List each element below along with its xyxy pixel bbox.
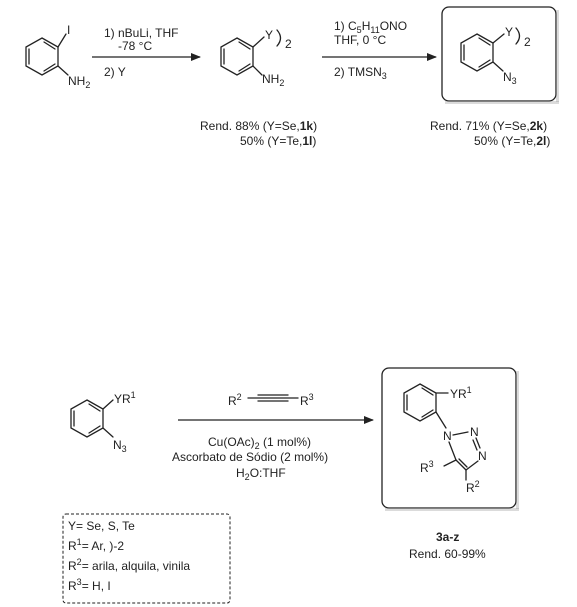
product-triazole: YR1 N N N R3 R2 [403, 383, 487, 495]
r3-label-product: R3 [420, 459, 434, 475]
alkyne-r3-label: R3 [300, 392, 314, 408]
azide-label-product: N3 [503, 70, 517, 86]
conditions-2-line-2: THF, 0 °C [334, 33, 386, 47]
alkyne-r2-label: R2 [228, 392, 242, 408]
substituent-legend-box [62, 513, 231, 604]
legend-r3: R3= H, I [68, 577, 111, 593]
iodo-label: I [67, 23, 70, 37]
product-box-2 [381, 367, 517, 509]
triazole-n1: N [443, 429, 452, 443]
triazole-n3: N [478, 449, 487, 463]
starting-material-aryl-azide: YR1 N3 [70, 390, 136, 454]
product-compound-label: 3a-z [436, 530, 459, 544]
conditions-1-line-3: 2) Y [104, 65, 126, 79]
conditions-3-line-1: Cu(OAc)2 (1 mol%) [208, 435, 311, 451]
dimer-subscript: 2 [285, 37, 292, 51]
legend-r1: R1= Ar, )-2 [68, 537, 124, 553]
yr1-label-product: YR1 [450, 385, 472, 401]
triazole-n2: N [470, 425, 479, 439]
product-azido-dichalcogenide: Y 2 N3 [460, 25, 531, 86]
conditions-1-line-1: 1) nBuLi, THF [104, 26, 178, 40]
r2-label-product: R2 [466, 479, 480, 495]
scheme-2: YR1 N3 R2 R3 Cu(OAc)2 (1 mol%) Ascorbato… [62, 367, 519, 604]
intermediate-yield-se: Rend. 88% (Y=Se,1k) [200, 119, 317, 133]
legend-y: Y= Se, S, Te [68, 519, 135, 533]
amino-label: NH2 [68, 74, 90, 90]
conditions-2-line-3: 2) TMSN3 [334, 65, 387, 81]
product-yield-te: 50% (Y=Te,2l) [474, 134, 550, 148]
product-yield-se: Rend. 71% (Y=Se,2k) [430, 119, 547, 133]
alkyne-reagent: R2 R3 [228, 392, 314, 408]
conditions-2-line-1: 1) C5H11ONO [334, 19, 407, 35]
amino-label-intermediate: NH2 [262, 72, 284, 88]
yr1-label: YR1 [114, 390, 136, 406]
intermediate-yield-te: 50% (Y=Te,1l) [240, 134, 316, 148]
product-yield-range: Rend. 60-99% [409, 547, 486, 561]
chalcogen-label-product: Y [505, 25, 513, 39]
conditions-3-line-2: Ascorbato de Sódio (2 mol%) [172, 450, 328, 464]
starting-material-iodoaniline: I NH2 [25, 23, 90, 90]
conditions-3-line-3: H2O:THF [236, 466, 286, 482]
scheme-1: I NH2 1) nBuLi, THF -78 °C 2) Y Y 2 NH2 … [25, 6, 559, 148]
legend-r2: R2= arila, alquila, vinila [68, 557, 190, 573]
dimer-subscript-product: 2 [524, 35, 531, 49]
chalcogen-label: Y [265, 28, 273, 42]
intermediate-dichalcogenide: Y 2 NH2 [220, 28, 292, 88]
azide-label: N3 [113, 438, 127, 454]
conditions-1-line-2: -78 °C [118, 39, 152, 53]
product-box-1 [441, 6, 557, 102]
